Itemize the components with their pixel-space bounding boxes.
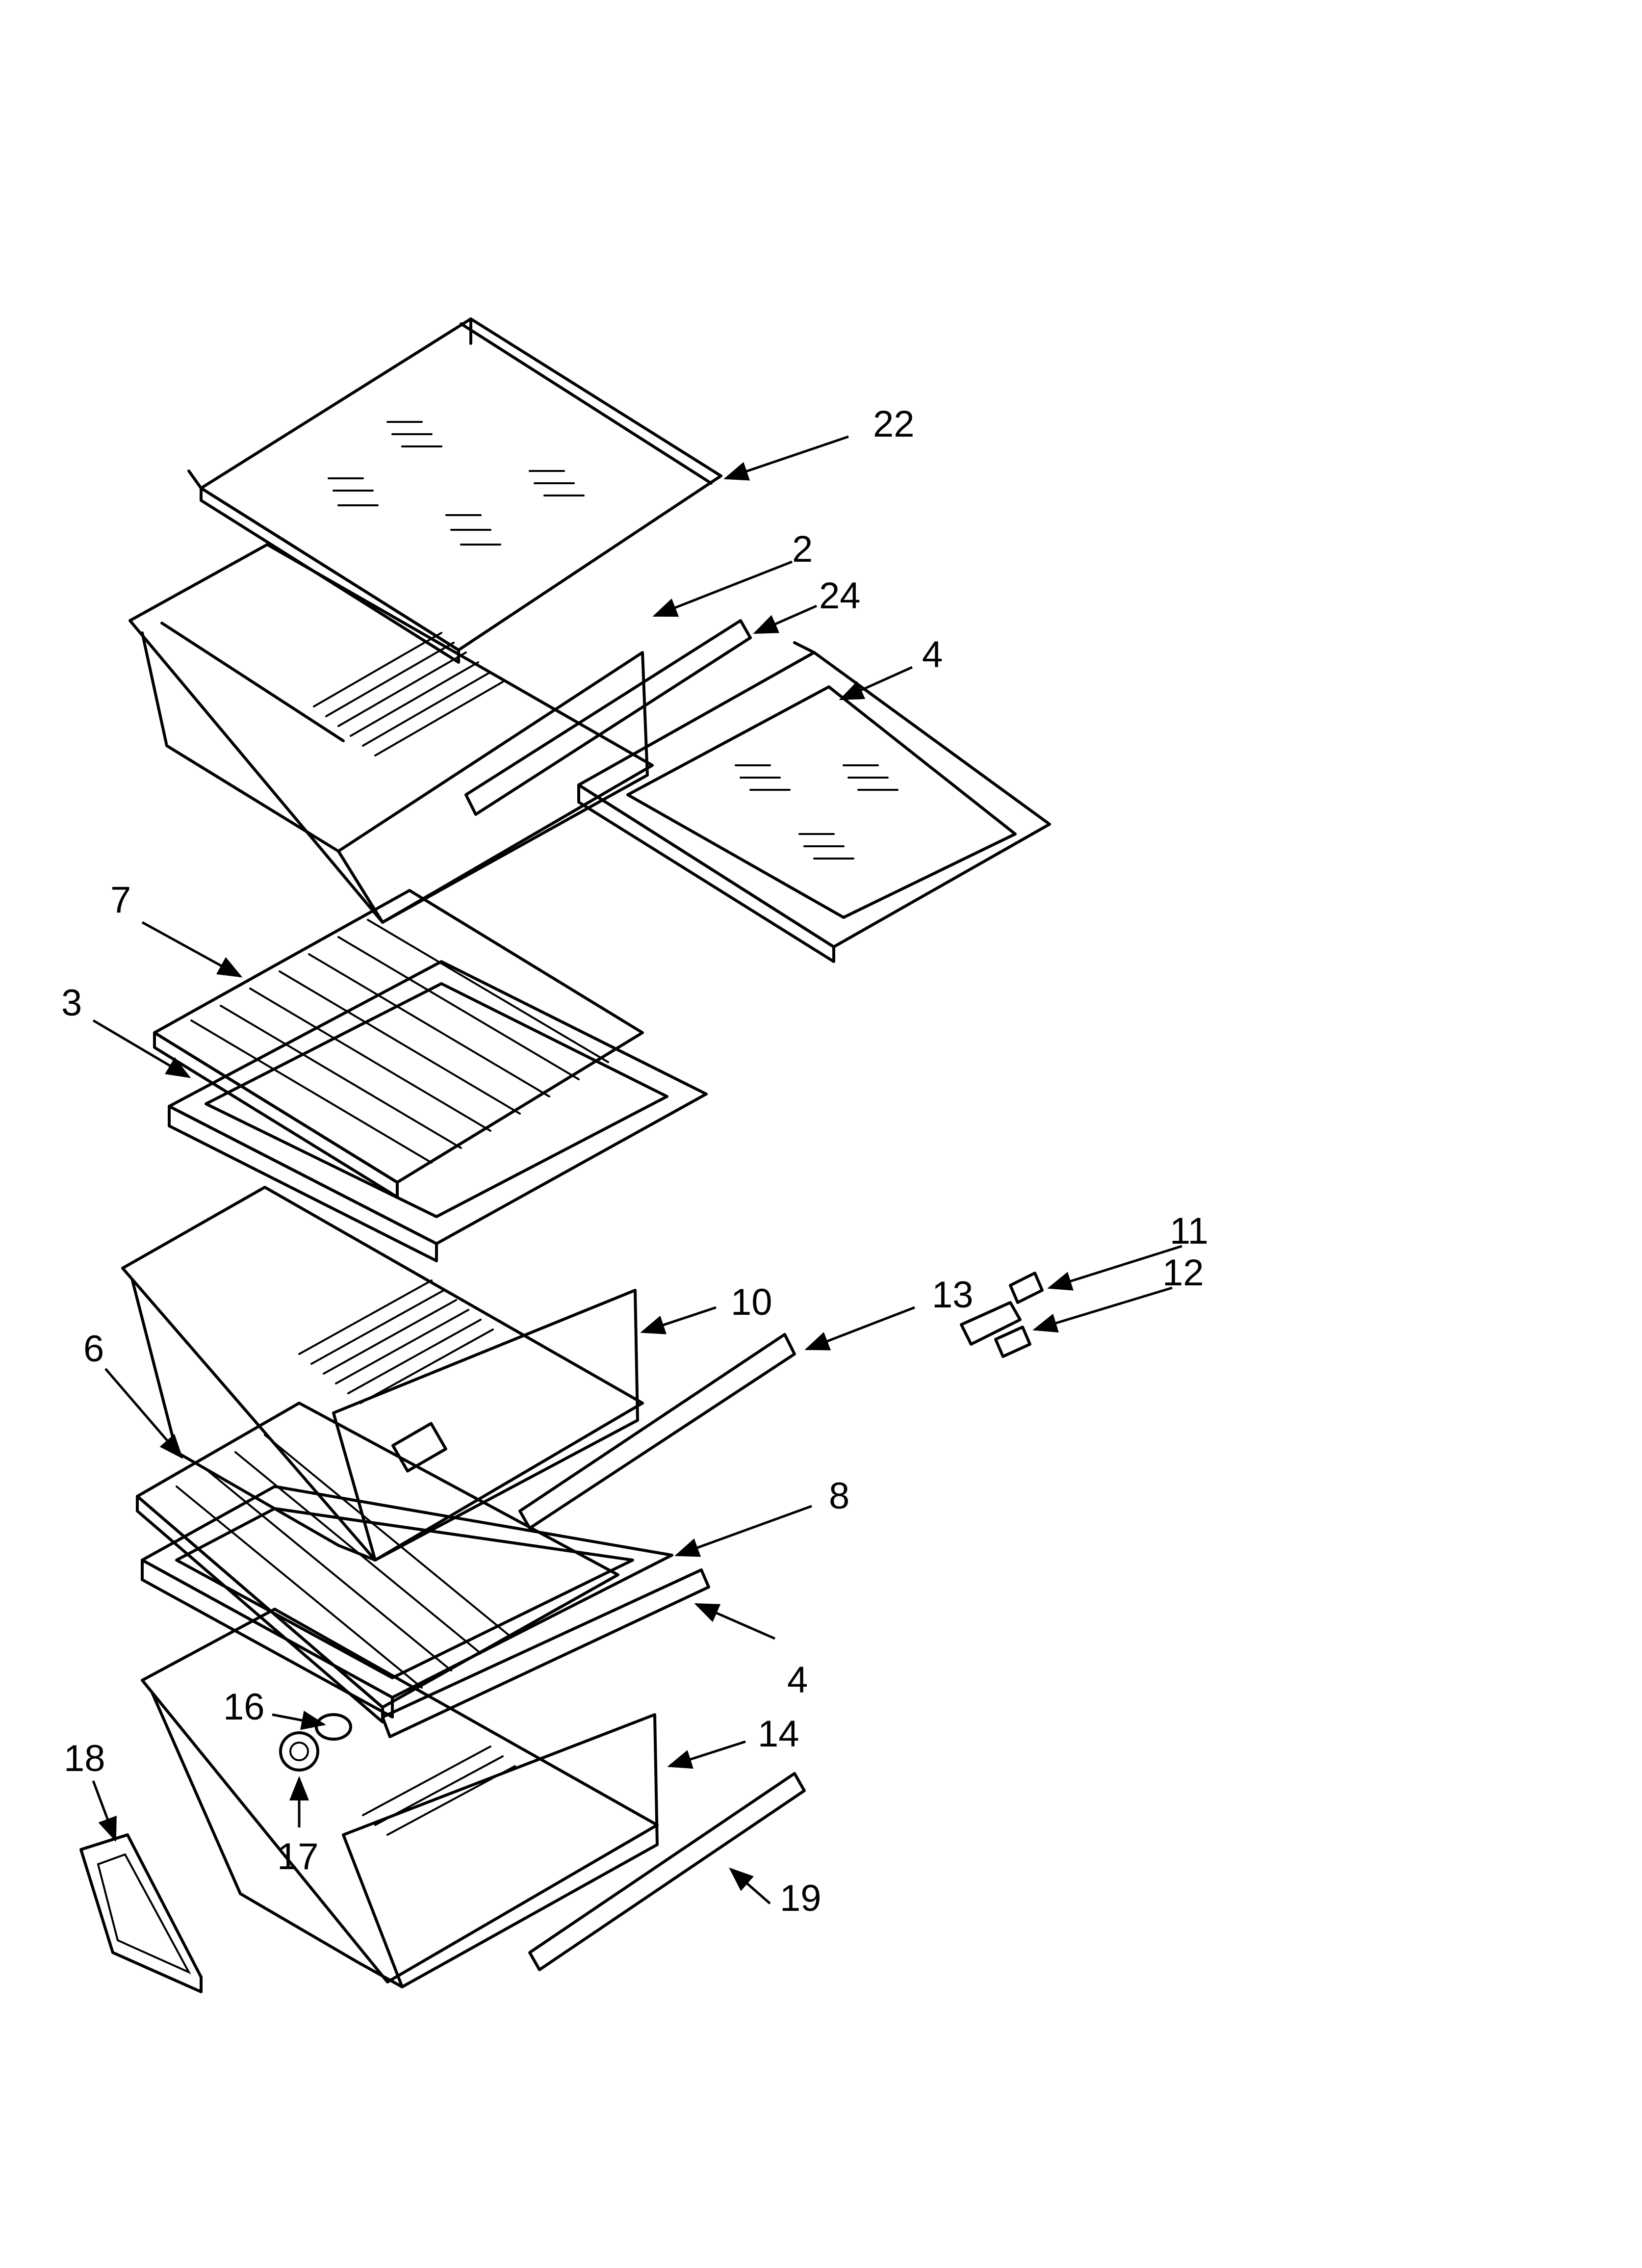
- leader-lines: [92, 435, 1182, 1904]
- part-10-crisper-drawer: [121, 1186, 644, 1562]
- part-17-roller: [279, 1731, 319, 1772]
- callout-numbers: 22 2 24 4 7 3 10 13 11 12 6 8 4 16 14 18…: [61, 403, 1208, 1919]
- callout-11: 11: [1170, 1210, 1208, 1252]
- callout-2: 2: [792, 528, 813, 570]
- part-11-bracket: [960, 1272, 1044, 1346]
- callout-4-upper: 4: [922, 634, 943, 676]
- callout-19: 19: [780, 1877, 821, 1919]
- part-14-crisper-drawer: [141, 1608, 659, 1988]
- callout-16: 16: [223, 1686, 265, 1728]
- part-3-shelf-frame: [168, 960, 708, 1262]
- part-19-trim: [528, 1772, 806, 1971]
- part-4-glass-shelf-upper: [577, 641, 1051, 963]
- part-24-trim: [464, 619, 752, 816]
- callout-8: 8: [829, 1475, 849, 1517]
- callout-3: 3: [61, 982, 82, 1024]
- callout-18: 18: [64, 1738, 105, 1779]
- callout-6: 6: [83, 1328, 104, 1370]
- part-12-clip: [994, 1326, 1031, 1358]
- callout-10: 10: [731, 1281, 772, 1323]
- callout-12: 12: [1162, 1252, 1204, 1294]
- callout-14: 14: [758, 1713, 799, 1755]
- part-16-glide: [315, 1713, 352, 1741]
- part-4-front-rail-lower: [381, 1568, 710, 1738]
- callout-13: 13: [932, 1274, 974, 1316]
- part-22-top-shelf: [187, 317, 722, 664]
- callout-4-lower: 4: [787, 1659, 808, 1701]
- part-7-glass-insert: [153, 889, 644, 1199]
- part-8-shelf-frame: [141, 1485, 673, 1719]
- part-13-trim: [518, 1333, 796, 1530]
- callout-17: 17: [277, 1836, 319, 1877]
- callout-7: 7: [110, 879, 131, 921]
- part-2-crisper-drawer: [128, 543, 654, 924]
- part-18-panel: [79, 1833, 203, 1993]
- part-6-glass-insert: [136, 1402, 619, 1723]
- callout-22: 22: [873, 403, 915, 445]
- callout-24: 24: [819, 575, 861, 617]
